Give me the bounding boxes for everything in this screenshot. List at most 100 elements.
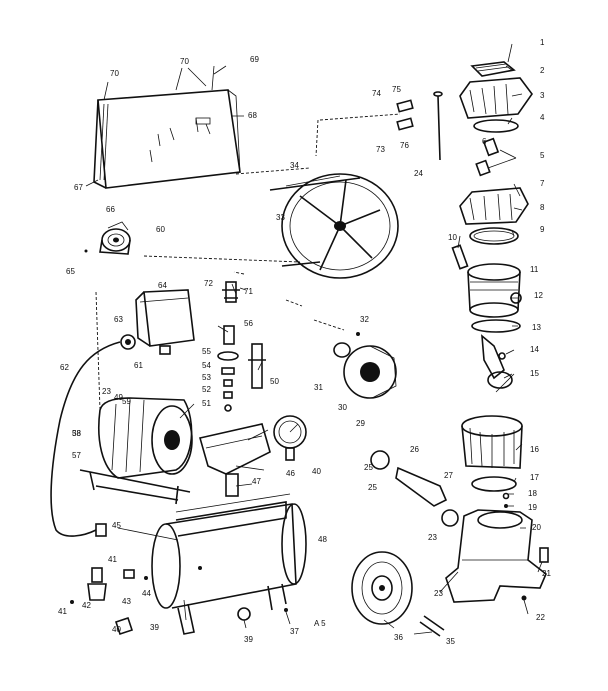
callout-39b: 39 bbox=[244, 635, 253, 644]
callout-35: 35 bbox=[446, 637, 455, 646]
head-bolt bbox=[433, 91, 443, 161]
leader-lines bbox=[85, 43, 543, 635]
crankshaft-group bbox=[333, 332, 459, 527]
electric-motor bbox=[79, 397, 193, 505]
tube-dash-left bbox=[95, 271, 245, 411]
callout-8: 8 bbox=[540, 203, 545, 212]
callout-70a: 70 bbox=[110, 69, 119, 78]
callout-74: 74 bbox=[372, 89, 381, 98]
callout-37: 37 bbox=[290, 627, 299, 636]
callout-52: 52 bbox=[202, 385, 211, 394]
callout-39a: 39 bbox=[150, 623, 159, 632]
safety-valve-stack bbox=[217, 325, 266, 412]
callout-32: 32 bbox=[360, 315, 369, 324]
callout-69: 69 bbox=[250, 55, 259, 64]
callout-58: 58 bbox=[72, 429, 81, 438]
v-belt bbox=[143, 167, 311, 263]
callout-68: 68 bbox=[248, 111, 257, 120]
callout-22: 22 bbox=[536, 613, 545, 622]
callout-44: 44 bbox=[142, 589, 151, 598]
callout-3: 3 bbox=[540, 91, 545, 100]
callout-41a: 41 bbox=[108, 555, 117, 564]
callout-31: 31 bbox=[314, 383, 323, 392]
callout-66: 66 bbox=[106, 205, 115, 214]
callout-60: 60 bbox=[156, 225, 165, 234]
callout-17: 17 bbox=[530, 473, 539, 482]
cylinder bbox=[461, 415, 523, 508]
callout-75: 75 bbox=[392, 85, 401, 94]
callout-70b: 70 bbox=[180, 57, 189, 66]
callout-40b: 40 bbox=[112, 625, 121, 634]
callout-47: 47 bbox=[252, 477, 261, 486]
hose-fittings bbox=[396, 99, 414, 131]
callout-25a: 25 bbox=[368, 483, 377, 492]
callout-23a: 23 bbox=[434, 589, 443, 598]
piston bbox=[451, 244, 522, 318]
pressure-switch bbox=[120, 289, 195, 355]
callout-42: 42 bbox=[82, 601, 91, 610]
callout-56: 56 bbox=[244, 319, 253, 328]
callout-labels: 1 2 3 4 5 6 7 8 9 10 11 12 13 14 15 16 1… bbox=[58, 38, 551, 646]
callout-30: 30 bbox=[338, 403, 347, 412]
callout-61: 61 bbox=[134, 361, 143, 370]
tube-dash-top bbox=[315, 113, 401, 157]
valve-parts bbox=[475, 137, 500, 177]
callout-13: 13 bbox=[532, 323, 541, 332]
check-valve-fitting bbox=[222, 281, 240, 303]
valve-plate bbox=[459, 187, 529, 225]
callout-50: 50 bbox=[270, 377, 279, 386]
callout-24: 24 bbox=[414, 169, 423, 178]
callout-67: 67 bbox=[74, 183, 83, 192]
callout-73: 73 bbox=[376, 145, 385, 154]
callout-64: 64 bbox=[158, 281, 167, 290]
callout-16: 16 bbox=[530, 445, 539, 454]
wheel bbox=[351, 551, 445, 637]
callout-76: 76 bbox=[400, 141, 409, 150]
callout-53: 53 bbox=[202, 373, 211, 382]
crankcase bbox=[445, 509, 549, 603]
callout-27: 27 bbox=[444, 471, 453, 480]
callout-2: 2 bbox=[540, 66, 545, 75]
callout-54: 54 bbox=[202, 361, 211, 370]
callout-59: 59 bbox=[122, 397, 131, 406]
callout-20: 20 bbox=[532, 523, 541, 532]
callout-a5: A 5 bbox=[314, 619, 326, 628]
flywheel bbox=[269, 173, 399, 279]
callout-63: 63 bbox=[114, 315, 123, 324]
callout-6: 6 bbox=[482, 137, 487, 146]
callout-38: 38 bbox=[72, 429, 81, 438]
callout-34: 34 bbox=[290, 161, 299, 170]
callout-45: 45 bbox=[112, 521, 121, 530]
callout-65: 65 bbox=[66, 267, 75, 276]
callout-1: 1 bbox=[540, 38, 545, 47]
tube-dash-mid bbox=[285, 299, 345, 331]
gasket-rings bbox=[469, 227, 519, 245]
callout-14: 14 bbox=[530, 345, 539, 354]
pressure-gauge bbox=[273, 415, 307, 461]
belt-guard-panel bbox=[93, 89, 241, 189]
callout-72: 72 bbox=[204, 279, 213, 288]
callout-49: 49 bbox=[114, 393, 123, 402]
callout-19: 19 bbox=[528, 503, 537, 512]
callout-51: 51 bbox=[202, 399, 211, 408]
callout-62: 62 bbox=[60, 363, 69, 372]
callout-11: 11 bbox=[530, 265, 539, 274]
callout-21: 21 bbox=[542, 569, 551, 578]
callout-57: 57 bbox=[72, 451, 81, 460]
callout-71: 71 bbox=[244, 287, 253, 296]
callout-12: 12 bbox=[534, 291, 543, 300]
callout-9: 9 bbox=[540, 225, 545, 234]
callout-40a: 40 bbox=[312, 467, 321, 476]
head-reed-plate bbox=[470, 61, 516, 77]
callout-48: 48 bbox=[318, 535, 327, 544]
power-cord bbox=[50, 341, 121, 537]
callout-5: 5 bbox=[540, 151, 545, 160]
callout-29: 29 bbox=[356, 419, 365, 428]
callout-33: 33 bbox=[276, 213, 285, 222]
callout-36: 36 bbox=[394, 633, 403, 642]
callout-46: 46 bbox=[286, 469, 295, 478]
air-tank bbox=[151, 493, 307, 635]
callout-55: 55 bbox=[202, 347, 211, 356]
callout-26: 26 bbox=[410, 445, 419, 454]
